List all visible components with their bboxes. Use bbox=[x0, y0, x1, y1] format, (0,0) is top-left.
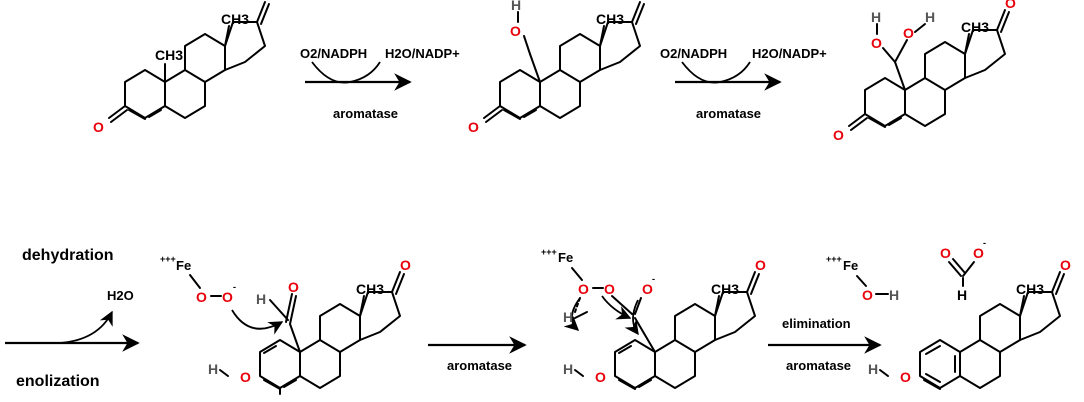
label-h-oh: H bbox=[511, 0, 521, 13]
label-aromatase-5: aromatase bbox=[786, 358, 851, 373]
label-o-formate-2: O bbox=[973, 245, 984, 261]
label-h2o-product: H2O bbox=[107, 288, 134, 303]
label-o-c17-6: O bbox=[1060, 257, 1071, 273]
label-h-gem-2: H bbox=[925, 9, 935, 25]
label-h-gem-1: H bbox=[871, 9, 881, 25]
label-aromatase-1: aromatase bbox=[333, 106, 398, 121]
label-o-peroxo-d: O bbox=[604, 281, 615, 297]
svg-text:-: - bbox=[233, 282, 236, 292]
molecule-peroxy-intermediate: H CH3 O O H bbox=[563, 257, 766, 390]
label-h-aldehyde: H bbox=[256, 291, 266, 307]
label-aromatase-4: aromatase bbox=[447, 358, 512, 373]
reaction-arrow-4: aromatase bbox=[428, 336, 527, 373]
label-o-aldehyde: O bbox=[288, 279, 299, 295]
label-o-c3-3: O bbox=[833, 127, 844, 143]
label-o-c19: O bbox=[510, 23, 521, 39]
label-h2o-nadp-2: H2O/NADP+ bbox=[752, 46, 827, 61]
label-ch3-c18-5: CH3 bbox=[711, 281, 739, 297]
svg-text:+++: +++ bbox=[541, 247, 557, 257]
svg-text:-: - bbox=[652, 274, 655, 284]
label-o-peroxo-a: O bbox=[196, 289, 207, 305]
label-ch3-c19: CH3 bbox=[155, 47, 183, 63]
label-ch3-c18-3: CH3 bbox=[961, 19, 989, 35]
label-elimination: elimination bbox=[782, 316, 851, 331]
svg-text:+++: +++ bbox=[160, 254, 176, 264]
label-ch3-c18-6: CH3 bbox=[1016, 281, 1044, 297]
label-h2o-nadp-1: H2O/NADP+ bbox=[385, 46, 460, 61]
label-o-c3: O bbox=[93, 119, 104, 135]
label-h-enol-2: H bbox=[563, 361, 573, 377]
svg-text:+++: +++ bbox=[826, 254, 842, 264]
label-o-gem-1: O bbox=[871, 35, 882, 51]
label-o-c17-5: O bbox=[755, 257, 766, 273]
molecule-19-aldehyde-dienol: H O CH3 O O H bbox=[208, 257, 411, 395]
label-h-hydroxo: H bbox=[889, 287, 899, 303]
label-fe-1: Fe bbox=[176, 258, 191, 273]
iron-peroxo-1: +++ Fe O O - bbox=[160, 254, 284, 335]
label-o-peroxo-b: O bbox=[222, 289, 233, 305]
iron-hydroxo: +++ Fe O H bbox=[826, 254, 899, 303]
label-o-enol-2: O bbox=[595, 369, 606, 385]
label-fe-3: Fe bbox=[843, 258, 858, 273]
label-o-c17-4: O bbox=[400, 257, 411, 273]
label-o-gem-2: O bbox=[903, 25, 914, 41]
molecule-estrone: CH3 O O H bbox=[868, 257, 1071, 390]
label-h-phenol: H bbox=[868, 361, 878, 377]
label-ch3-c18-4: CH3 bbox=[356, 281, 384, 297]
reaction-arrow-5: elimination aromatase bbox=[768, 316, 882, 373]
label-h-enol-1: H bbox=[208, 361, 218, 377]
svg-text:-: - bbox=[983, 238, 986, 248]
label-h-formate: H bbox=[957, 287, 967, 303]
molecule-androstenedione: CH3 CH3 O O bbox=[93, 0, 276, 135]
label-o-hydroxo: O bbox=[862, 287, 873, 303]
label-o-phenol: O bbox=[900, 369, 911, 385]
label-o2-nadph-1: O2/NADPH bbox=[300, 46, 367, 61]
label-aromatase-2: aromatase bbox=[696, 106, 761, 121]
label-enolization: enolization bbox=[16, 373, 100, 390]
iron-peroxo-2: +++ Fe O O O - bbox=[541, 247, 655, 336]
label-o-c17: O bbox=[265, 0, 276, 3]
label-o-c17-3: O bbox=[1005, 0, 1016, 11]
label-o-enol-1: O bbox=[240, 369, 251, 385]
formate: O O - H bbox=[940, 238, 986, 303]
label-ch3-c18-2: CH3 bbox=[596, 11, 624, 27]
reaction-arrow-3: dehydration H2O enolization bbox=[5, 247, 140, 390]
label-o-peroxo-c: O bbox=[578, 281, 589, 297]
label-o-c3-2: O bbox=[468, 119, 479, 135]
molecule-19-hydroxy: O H CH3 O O bbox=[468, 0, 651, 135]
label-fe-2: Fe bbox=[558, 250, 573, 265]
label-dehydration: dehydration bbox=[22, 247, 114, 264]
reaction-arrow-2: O2/NADPH H2O/NADP+ aromatase bbox=[660, 46, 827, 121]
molecule-19-dihydroxy: O O H H CH3 O O bbox=[833, 0, 1016, 143]
label-o2-nadph-2: O2/NADPH bbox=[660, 46, 727, 61]
label-h-migrating: H bbox=[563, 309, 573, 325]
label-o-alkoxide: O bbox=[642, 281, 653, 297]
label-o-formate-1: O bbox=[940, 245, 951, 261]
label-ch3-c18: CH3 bbox=[221, 11, 249, 27]
label-o-c17-2: O bbox=[640, 0, 651, 3]
reaction-arrow-1: O2/NADPH H2O/NADP+ aromatase bbox=[300, 46, 460, 121]
